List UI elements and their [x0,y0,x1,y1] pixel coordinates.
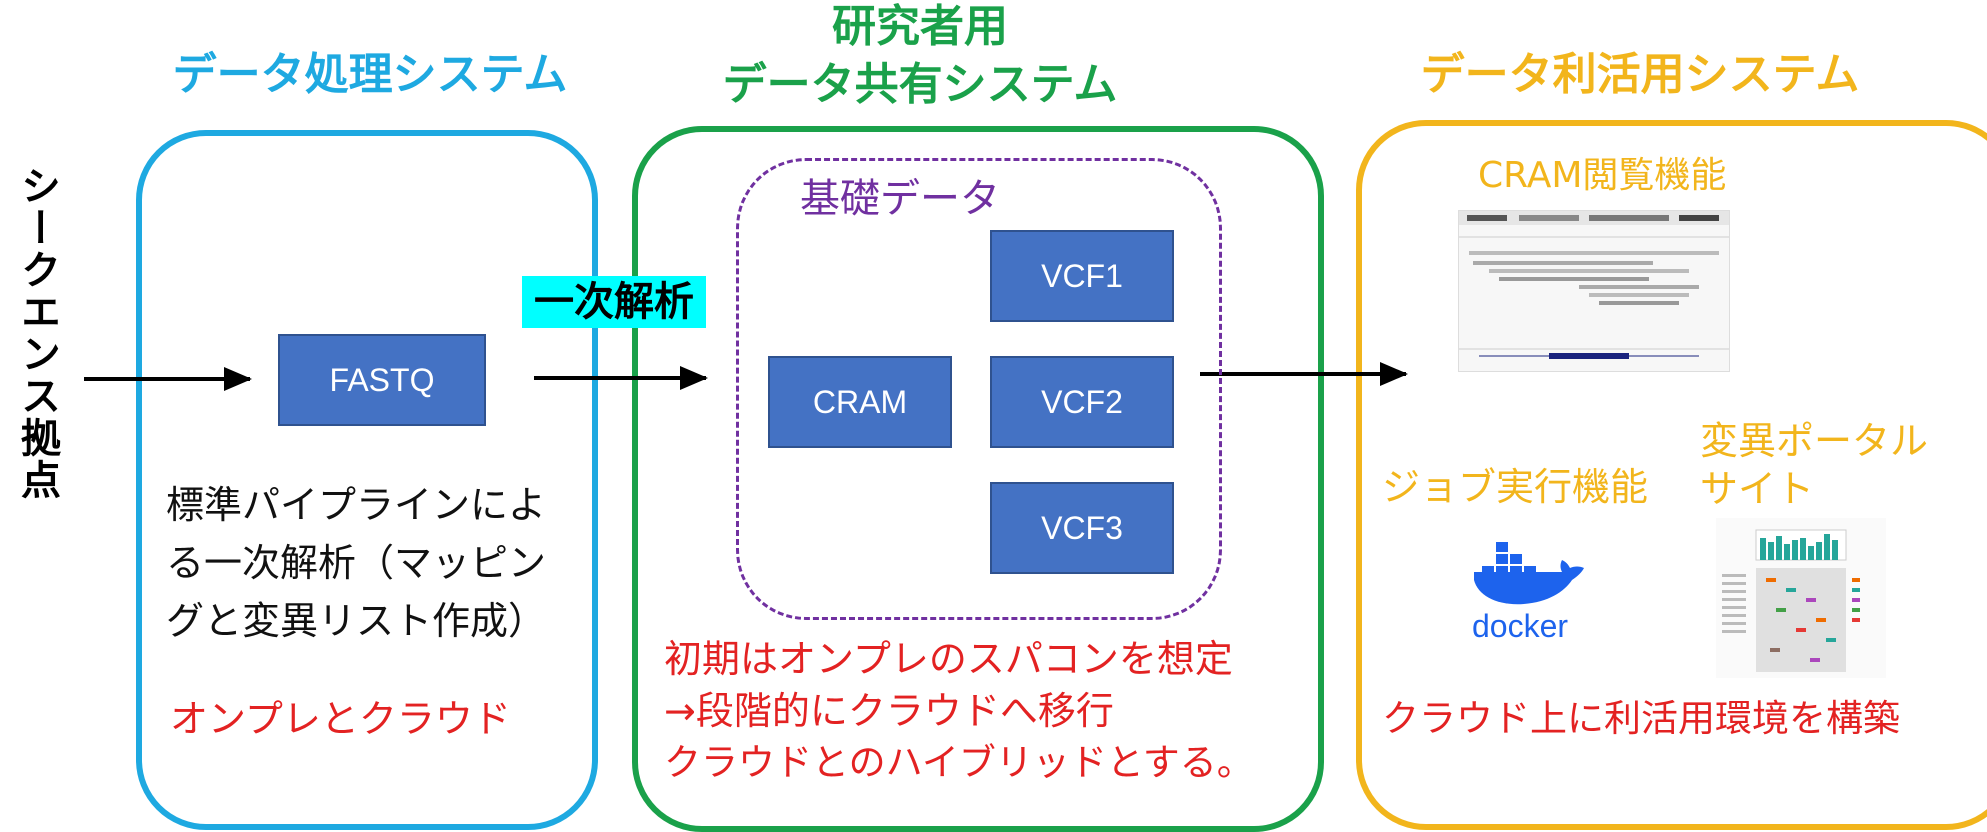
vcf3-box: VCF3 [990,482,1174,574]
sharing-note-line1: 初期はオンプレのスパコンを想定 [664,637,1233,681]
base-data-group [736,158,1222,620]
processing-desc-line1: 標準パイプラインによ [166,483,547,527]
processing-to-sharing-arrow [534,366,708,390]
cram-viewer-thumbnail [1458,210,1730,372]
primary-analysis-badge: 一次解析 [522,276,706,328]
utilization-title: データ利活用システム [1420,49,1860,100]
sharing-title-line2: データ共有システム [722,59,1118,110]
processing-title: データ処理システム [172,49,568,100]
docker-logo: docker [1468,528,1588,648]
vcf1-box: VCF1 [990,230,1174,322]
sharing-note-line3: クラウドとのハイブリッドとする。 [664,741,1254,784]
vcf2-box: VCF2 [990,356,1174,448]
sharing-to-utilization-arrow [1200,362,1408,386]
base-data-label: 基礎データ [800,176,1000,222]
processing-desc-line3: グと変異リスト作成） [166,599,547,643]
processing-note: オンプレとクラウド [170,697,511,741]
sharing-note-line2: →段階的にクラウドへ移行 [664,689,1114,733]
job-execution-label: ジョブ実行機能 [1382,465,1649,509]
fastq-box: FASTQ [278,334,486,426]
docker-wordmark: docker [1472,608,1569,644]
variant-portal-label-line2: サイト [1700,467,1815,511]
input-arrow [84,367,252,391]
variant-portal-thumbnail [1716,518,1886,678]
cram-box: CRAM [768,356,952,448]
processing-desc-line2: る一次解析（マッピン [166,541,547,585]
sharing-title-line1: 研究者用 [832,1,1008,52]
utilization-note: クラウド上に利活用環境を構築 [1382,697,1900,740]
variant-portal-label-line1: 変異ポータル [1700,419,1929,463]
sequencing-site-label: シークエンス拠点 [14,165,60,501]
cram-viewer-label: CRAM閲覧機能 [1478,155,1727,196]
